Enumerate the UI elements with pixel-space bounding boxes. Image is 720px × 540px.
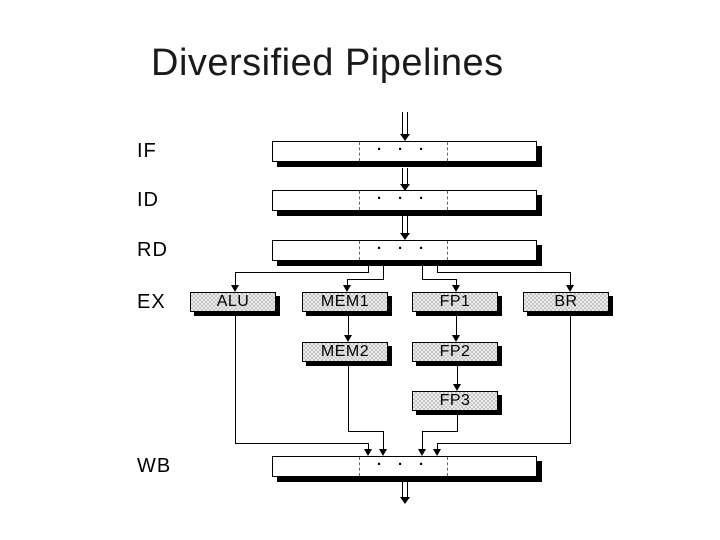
bar-ellipsis: ···	[377, 456, 440, 473]
connector-line	[422, 279, 457, 280]
connector-line	[368, 443, 369, 449]
unit-label: FP1	[439, 293, 471, 310]
bar-divider-dashed	[447, 191, 448, 210]
connector-line	[347, 279, 348, 286]
flow-arrowhead-id-to-rd-icon	[400, 233, 410, 240]
flow-arrowhead-if-to-id-icon	[400, 184, 410, 191]
unit-box-br: BR	[523, 292, 609, 312]
connector-line	[457, 362, 458, 384]
flow-arrowhead-out-of-wb-icon	[400, 497, 410, 504]
connector-line	[368, 262, 369, 272]
connector-line	[383, 262, 384, 279]
connector-line	[347, 279, 384, 280]
connector-line	[383, 431, 384, 449]
bar-divider-dashed	[447, 457, 448, 476]
connector-line	[235, 272, 369, 273]
pipeline-bar-id: ···	[272, 190, 537, 211]
connector-line	[437, 443, 438, 449]
unit-label: FP3	[439, 392, 471, 409]
stage-label-wb: WB	[137, 455, 172, 477]
connector-line	[437, 262, 438, 272]
arrowhead-into-wb-icon	[433, 449, 441, 456]
connector-line	[235, 312, 236, 443]
connector-line	[348, 312, 349, 335]
unit-box-fp3: FP3	[412, 391, 498, 411]
connector-line	[456, 312, 457, 335]
unit-box-alu: ALU	[190, 292, 276, 312]
connector-line	[235, 272, 236, 286]
arrowhead-into-wb-icon	[364, 449, 372, 456]
unit-label: MEM1	[320, 293, 370, 310]
bar-divider-dashed	[447, 142, 448, 161]
arrowhead-into-fp1-icon	[452, 285, 460, 292]
connector-line	[348, 362, 349, 431]
bar-ellipsis: ···	[377, 240, 440, 257]
connector-line	[235, 443, 369, 444]
bar-ellipsis: ···	[377, 190, 440, 207]
arrowhead-into-mem2-icon	[344, 335, 352, 342]
connector-line	[570, 312, 571, 443]
unit-box-mem2: MEM2	[302, 342, 388, 362]
pipeline-bar-if: ···	[272, 141, 537, 162]
bar-ellipsis: ···	[377, 141, 440, 158]
connector-line	[456, 279, 457, 286]
arrowhead-into-wb-icon	[418, 449, 426, 456]
stage-label-ex: EX	[137, 291, 166, 313]
flow-arrowhead-into-if-icon	[400, 134, 410, 141]
connector-line	[422, 431, 423, 449]
flow-arrow-into-if	[402, 112, 408, 134]
connector-line	[437, 272, 571, 273]
unit-label: BR	[554, 293, 578, 310]
bar-divider-dashed	[359, 142, 360, 161]
stage-label-rd: RD	[137, 239, 168, 261]
unit-box-fp2: FP2	[412, 342, 498, 362]
slide-title: Diversified Pipelines	[151, 42, 504, 84]
connector-line	[437, 443, 571, 444]
bar-divider-dashed	[359, 457, 360, 476]
connector-line	[457, 411, 458, 431]
arrowhead-into-alu-icon	[231, 285, 239, 292]
unit-label: FP2	[439, 343, 471, 360]
arrowhead-into-fp2-icon	[452, 335, 460, 342]
unit-box-fp1: FP1	[412, 292, 498, 312]
unit-label: MEM2	[320, 343, 370, 360]
arrowhead-into-mem1-icon	[343, 285, 351, 292]
bar-divider-dashed	[359, 241, 360, 260]
pipeline-bar-rd: ···	[272, 240, 537, 261]
unit-label: ALU	[216, 293, 250, 310]
flow-arrow-id-to-rd	[402, 216, 408, 233]
arrowhead-into-fp3-icon	[453, 384, 461, 391]
connector-line	[422, 431, 458, 432]
stage-label-id: ID	[137, 189, 159, 211]
connector-line	[570, 272, 571, 286]
stage-label-if: IF	[137, 140, 157, 162]
flow-arrow-if-to-id	[402, 168, 408, 184]
flow-arrow-out-of-wb	[402, 482, 408, 497]
connector-line	[348, 431, 384, 432]
pipeline-bar-wb: ···	[272, 456, 537, 477]
arrowhead-into-wb-icon	[379, 449, 387, 456]
unit-box-mem1: MEM1	[302, 292, 388, 312]
bar-divider-dashed	[359, 191, 360, 210]
bar-divider-dashed	[447, 241, 448, 260]
connector-line	[422, 262, 423, 279]
arrowhead-into-br-icon	[566, 285, 574, 292]
